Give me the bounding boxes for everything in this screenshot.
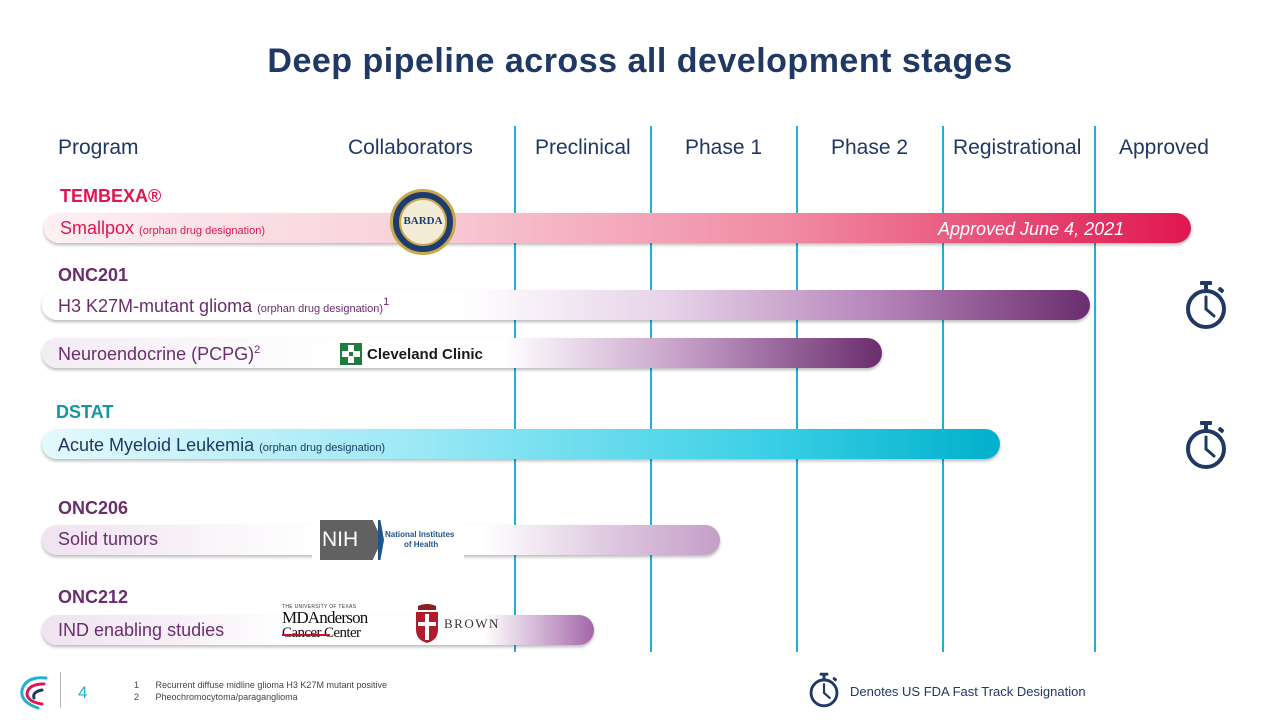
approved-date-text: Approved June 4, 2021 (938, 219, 1125, 239)
cleveland-clinic-logo: Cleveland Clinic (340, 343, 483, 365)
mda-strike (282, 634, 330, 636)
orphan-note: (orphan drug designation) (257, 303, 384, 315)
pipeline-bar-aml (42, 429, 1000, 459)
indication-label-pcpg: Neuroendocrine (PCPG)2 (58, 344, 260, 365)
mda-top-text: THE UNIVERSITY OF TEXAS (282, 604, 357, 610)
footnote-num: 2 (134, 692, 140, 702)
barda-text: BARDA (403, 215, 443, 227)
company-logo-icon (20, 676, 48, 710)
pipeline-bar-ind (42, 615, 594, 645)
column-header-collaborators: Collaborators (348, 136, 473, 159)
stage-divider (796, 126, 798, 652)
indication-label-aml: Acute Myeloid Leukemia (orphan drug desi… (58, 435, 385, 456)
footnote-ref: 1 (383, 296, 390, 308)
column-header-preclinical: Preclinical (535, 136, 631, 159)
column-header-phase2: Phase 2 (831, 136, 909, 159)
stage-divider (650, 126, 652, 652)
footnote-1: 1 Recurrent diffuse midline glioma H3 K2… (134, 680, 387, 690)
mda-line2-text: Cancer Center (282, 625, 361, 641)
column-header-approved: Approved (1119, 136, 1209, 159)
pipeline-bar-smallpox (44, 213, 1191, 243)
stopwatch-icon (1186, 421, 1226, 469)
cleveland-clinic-cross-icon (340, 343, 362, 365)
indication-label-glioma: H3 K27M-mutant glioma (orphan drug desig… (58, 296, 389, 317)
brown-text: BROWN (444, 616, 500, 631)
stage-divider (942, 126, 944, 652)
indication-text: Neuroendocrine (PCPG) (58, 344, 255, 364)
stage-divider (514, 126, 516, 652)
cleveland-clinic-text: Cleveland Clinic (367, 345, 483, 363)
fast-track-legend: Denotes US FDA Fast Track Designation (850, 684, 1086, 699)
page-title: Deep pipeline across all development sta… (267, 42, 1013, 80)
column-header-registrational: Registrational (953, 136, 1082, 159)
indication-text: Smallpox (60, 218, 135, 238)
footnote-text: Recurrent diffuse midline glioma H3 K27M… (155, 680, 387, 690)
mda-line1-text: MDAnderson (282, 608, 368, 627)
program-name-onc201: ONC201 (58, 265, 129, 285)
nih-logo: NIH National Institutes of Health (312, 518, 464, 562)
brown-logo: BROWN (414, 604, 500, 644)
barda-seal-icon: BARDA (390, 189, 456, 255)
footnote-2: 2 Pheochromocytoma/paraganglioma (134, 692, 298, 702)
nih-name-line1: National Institutes (385, 530, 455, 539)
footnote-ref: 2 (254, 344, 261, 356)
column-header-program: Program (58, 136, 139, 159)
indication-label-solid-tumors: Solid tumors (58, 529, 159, 549)
footer-divider (60, 672, 61, 708)
nih-name-line2: of Health (404, 540, 439, 549)
brown-shield-icon (416, 604, 438, 643)
program-name-tembexa: TEMBEXA® (60, 186, 162, 206)
stage-divider (1094, 126, 1096, 652)
program-name-onc206: ONC206 (58, 498, 129, 518)
nih-abbr-text: NIH (322, 528, 359, 551)
stopwatch-icon (1186, 281, 1226, 329)
program-name-onc212: ONC212 (58, 587, 129, 607)
indication-text: H3 K27M-mutant glioma (58, 296, 253, 316)
stopwatch-icon (809, 672, 839, 708)
md-anderson-logo: THE UNIVERSITY OF TEXAS MDAnderson Cance… (282, 604, 382, 646)
column-header-phase1: Phase 1 (685, 136, 763, 159)
footnote-num: 1 (134, 680, 140, 690)
page-number: 4 (78, 683, 88, 702)
indication-label-smallpox: Smallpox (orphan drug designation) (60, 218, 265, 239)
orphan-note: (orphan drug designation) (259, 442, 386, 454)
orphan-note: (orphan drug designation) (139, 225, 266, 237)
indication-label-ind: IND enabling studies (58, 620, 225, 640)
pipeline-bar-glioma (42, 290, 1090, 320)
indication-text: Acute Myeloid Leukemia (58, 435, 255, 455)
pipeline-bar-pcpg (42, 338, 882, 368)
program-name-dstat: DSTAT (56, 402, 114, 422)
footnote-text: Pheochromocytoma/paraganglioma (155, 692, 298, 702)
